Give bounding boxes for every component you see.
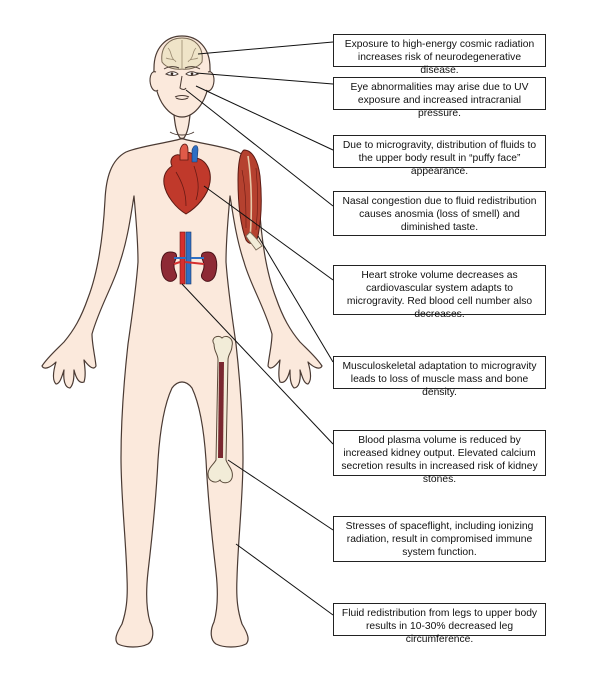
callout-eye-abnormalities: Eye abnormalities may arise due to UV ex… [333, 77, 546, 119]
leader-nasal-congestion [185, 89, 334, 207]
leader-immune [227, 459, 334, 531]
heart [163, 143, 211, 215]
left-pupil [170, 72, 174, 76]
nose [179, 75, 187, 90]
callout-heart-stroke-volume: Heart stroke volume decreases as cardiov… [333, 265, 546, 320]
femur-bone [207, 335, 233, 484]
leader-heart [203, 185, 334, 281]
leader-lines [181, 41, 334, 616]
brows [163, 66, 201, 70]
left-ear [149, 71, 159, 92]
arm-muscle [237, 149, 263, 251]
right-pupil [190, 72, 194, 76]
body-silhouette [41, 114, 323, 648]
leader-blood-plasma [181, 283, 334, 445]
callout-immune-system: Stresses of spaceflight, including ioniz… [333, 516, 546, 562]
leader-leg [235, 543, 334, 616]
callout-nasal-congestion: Nasal congestion due to fluid redistribu… [333, 191, 546, 236]
callout-blood-plasma: Blood plasma volume is reduced by increa… [333, 430, 546, 485]
leader-eye-abnormalities [195, 72, 334, 85]
neck-lines [169, 131, 195, 136]
callout-puffy-face: Due to microgravity, distribution of flu… [333, 135, 546, 177]
brain-folds [165, 40, 199, 68]
callout-leg-circumference: Fluid redistribution from legs to upper … [333, 603, 546, 645]
mouth [174, 95, 190, 100]
callout-musculoskeletal: Musculoskeletal adaptation to microgravi… [333, 356, 546, 398]
leader-puffy-face [195, 85, 334, 151]
leader-cosmic-radiation [197, 41, 334, 55]
callout-cosmic-radiation: Exposure to high-energy cosmic radiation… [333, 34, 546, 76]
right-ear [205, 71, 215, 92]
kidneys [160, 231, 218, 285]
leader-musculoskeletal [257, 235, 334, 363]
